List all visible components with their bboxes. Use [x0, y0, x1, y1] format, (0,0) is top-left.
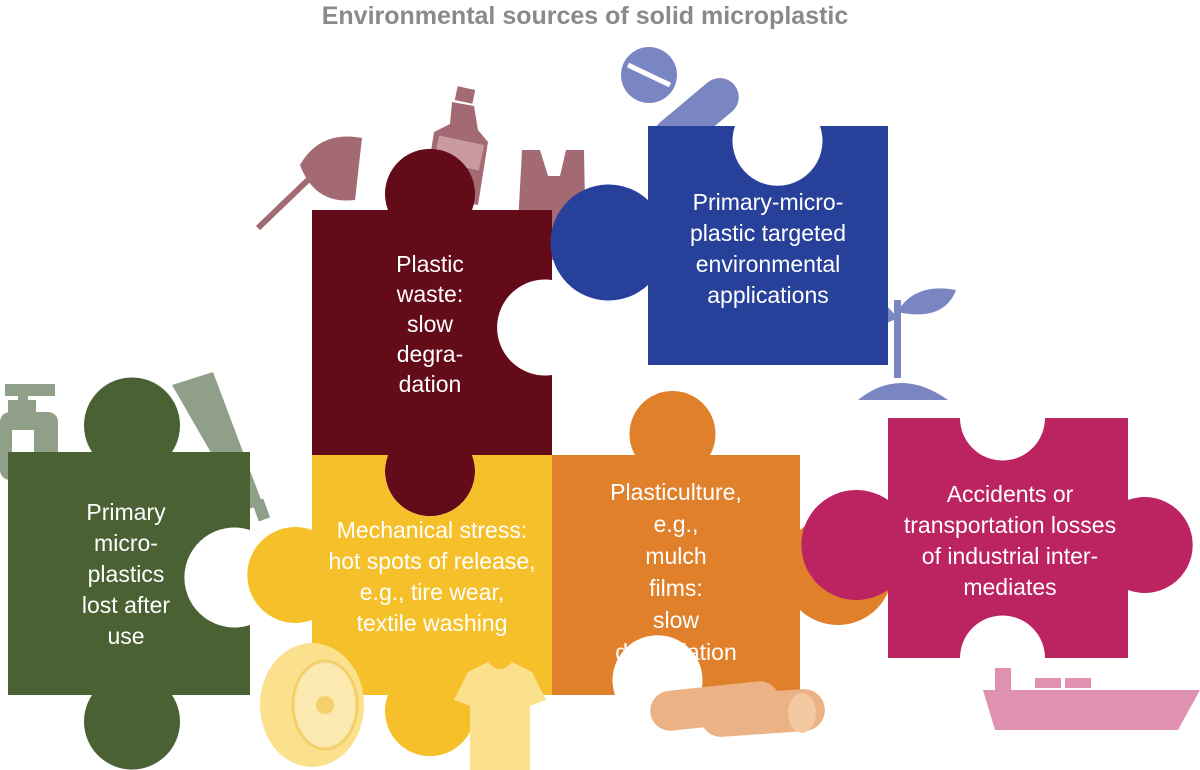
label-line: plastics: [88, 561, 165, 587]
label-line: mediates: [963, 574, 1056, 600]
label-line: hot spots of release,: [328, 548, 535, 574]
label-line: waste:: [396, 281, 463, 307]
label-line: of industrial inter-: [922, 543, 1098, 569]
label-plastic-waste: Plastic waste: slow degra-dation: [396, 251, 464, 397]
label-line: Plastic: [396, 251, 464, 277]
puzzle-piece-primary-microplastics-lost: [8, 377, 250, 770]
puzzle-piece-primary-targeted-applications: [550, 126, 888, 365]
label-line: lost after: [82, 592, 171, 618]
label-primary-targeted-applications: Primary-micro-plastic targeted environmen…: [690, 189, 846, 308]
label-primary-microplastics-lost: Primary micro-plastics lost after use: [82, 499, 171, 649]
puzzle-piece-accidents-transport: [801, 418, 1193, 658]
label-line: use: [107, 623, 144, 649]
mulch-film-rolls-icon: [650, 681, 825, 737]
fishing-net-icon: [255, 136, 362, 231]
label-line: micro-: [94, 530, 158, 556]
puzzle-piece-plastic-waste: [312, 148, 552, 517]
label-line: Mechanical stress:: [337, 517, 527, 543]
tire-icon: [260, 643, 364, 767]
tablet-icon: [621, 47, 677, 103]
label-line: applications: [707, 282, 828, 308]
label-line: e.g.,: [654, 511, 699, 537]
label-line: e.g., tire wear,: [360, 579, 504, 605]
label-line: films:: [649, 575, 703, 601]
cargo-ship-icon: [983, 668, 1200, 730]
label-line: Primary-micro-: [693, 189, 844, 215]
label-line: dation: [399, 371, 462, 397]
t-shirt-icon: [454, 662, 546, 770]
label-line: transportation losses: [904, 512, 1116, 538]
label-line: Primary: [86, 499, 166, 525]
puzzle-piece-plasticulture: [552, 390, 893, 695]
label-line: slow: [407, 311, 453, 337]
label-line: Plasticulture,: [610, 479, 742, 505]
label-line: degra-: [397, 341, 463, 367]
label-line: mulch: [645, 543, 706, 569]
label-line: plastic targeted: [690, 220, 846, 246]
label-line: textile washing: [357, 610, 508, 636]
diagram-title: Environmental sources of solid microplas…: [321, 2, 849, 30]
label-line: slow: [653, 607, 699, 633]
label-mechanical-stress: Mechanical stress: hot spots of release, e…: [328, 517, 535, 636]
label-line: environmental: [696, 251, 840, 277]
label-accidents-transport: Accidents or transportation losses of indu…: [904, 481, 1116, 600]
label-plasticulture: Plasticulture, e.g., mulch films: slow degrad…: [610, 479, 742, 665]
label-line: degradation: [615, 639, 737, 665]
label-line: Accidents or: [947, 481, 1074, 507]
